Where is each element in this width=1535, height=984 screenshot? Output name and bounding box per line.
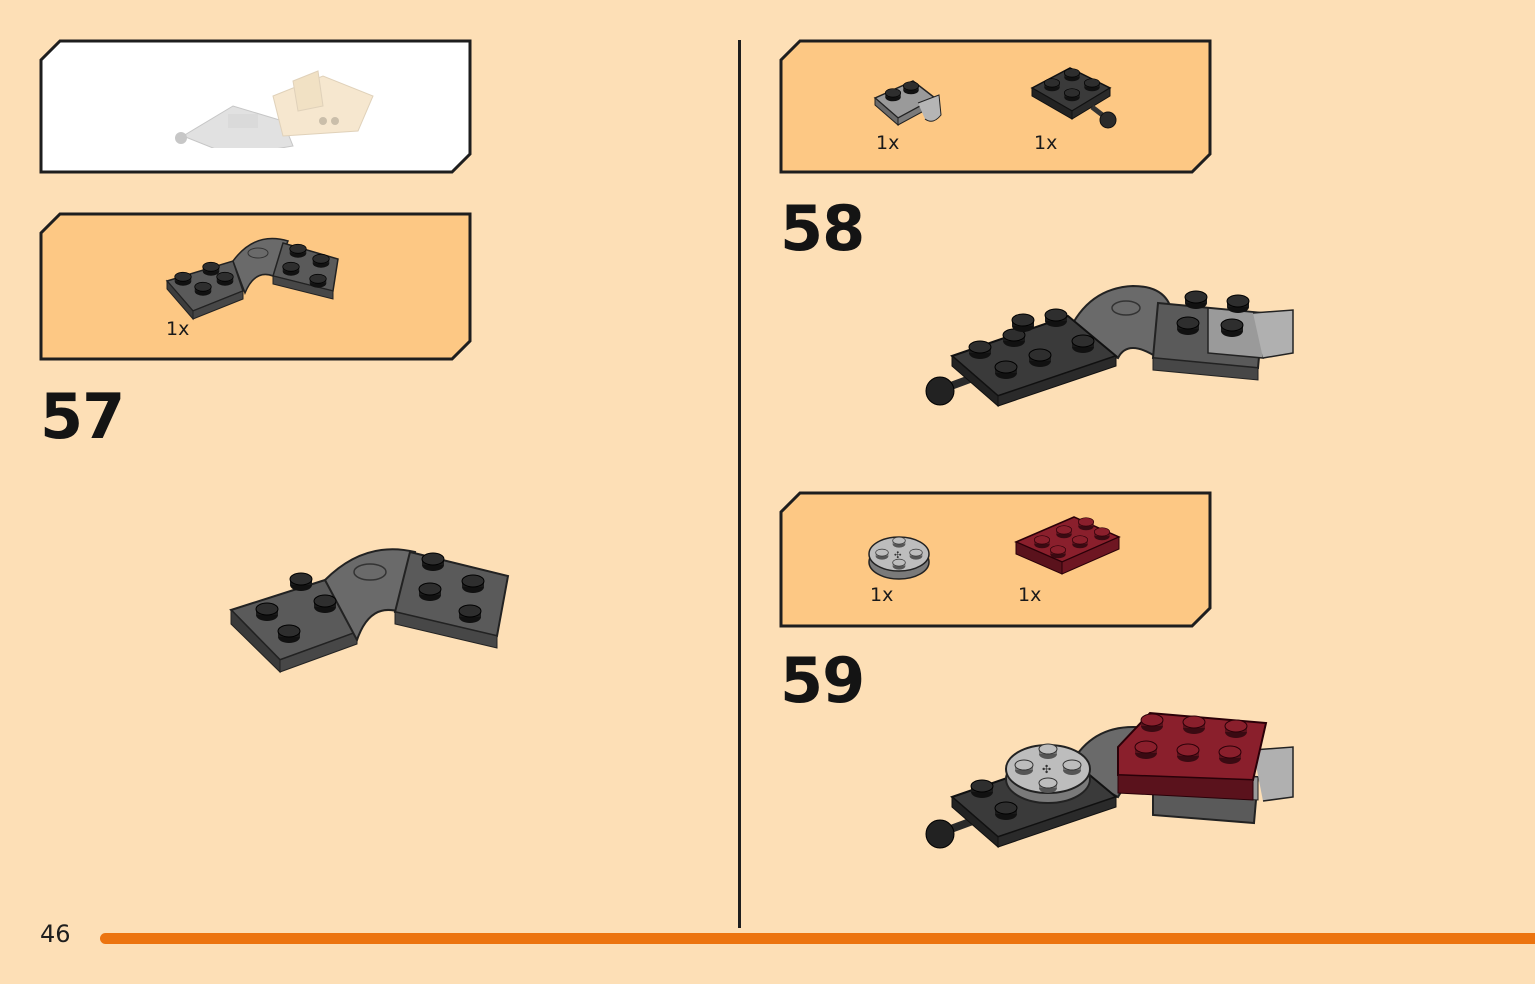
page-number: 46 — [40, 920, 71, 948]
step-58-parts-frame — [779, 39, 1212, 174]
footer-accent-bar — [100, 933, 1535, 944]
step-57-parts-callout: 1x — [38, 211, 474, 363]
step-59-part-1-qty: 1x — [870, 584, 894, 606]
step-57-part-1-qty: 1x — [166, 318, 190, 340]
step-59-parts-frame — [779, 491, 1212, 628]
step-57-assembly — [229, 548, 510, 674]
step-58-parts-callout: 1x 1x — [778, 38, 1214, 176]
step-57-parts-frame — [39, 212, 472, 361]
step-57-number: 57 — [40, 380, 125, 453]
step-58-part-2-qty: 1x — [1034, 132, 1058, 154]
gray-round-plate-icon: ✣ — [868, 536, 930, 580]
completed-model-ghost-preview — [175, 70, 374, 148]
black-bar-plate-icon — [1030, 67, 1117, 129]
preview-frame — [39, 39, 472, 174]
step-58-assembly — [925, 284, 1294, 408]
step-59-part-2-qty: 1x — [1018, 584, 1042, 606]
step-59-number: 59 — [780, 644, 865, 717]
step-59-assembly: ✣ — [925, 711, 1294, 849]
step-58-part-1-qty: 1x — [876, 132, 900, 154]
page-divider — [738, 40, 741, 928]
svg-text:✣: ✣ — [1042, 763, 1051, 776]
step-59-parts-callout: ✣ 1x 1x — [778, 490, 1214, 630]
gray-clip-plate-icon — [873, 80, 942, 127]
dark-gray-curved-plate-icon — [165, 237, 339, 321]
svg-text:✣: ✣ — [894, 551, 902, 561]
preview-callout — [38, 38, 474, 176]
step-58-number: 58 — [780, 192, 865, 265]
dark-red-brick-icon — [1014, 516, 1121, 575]
